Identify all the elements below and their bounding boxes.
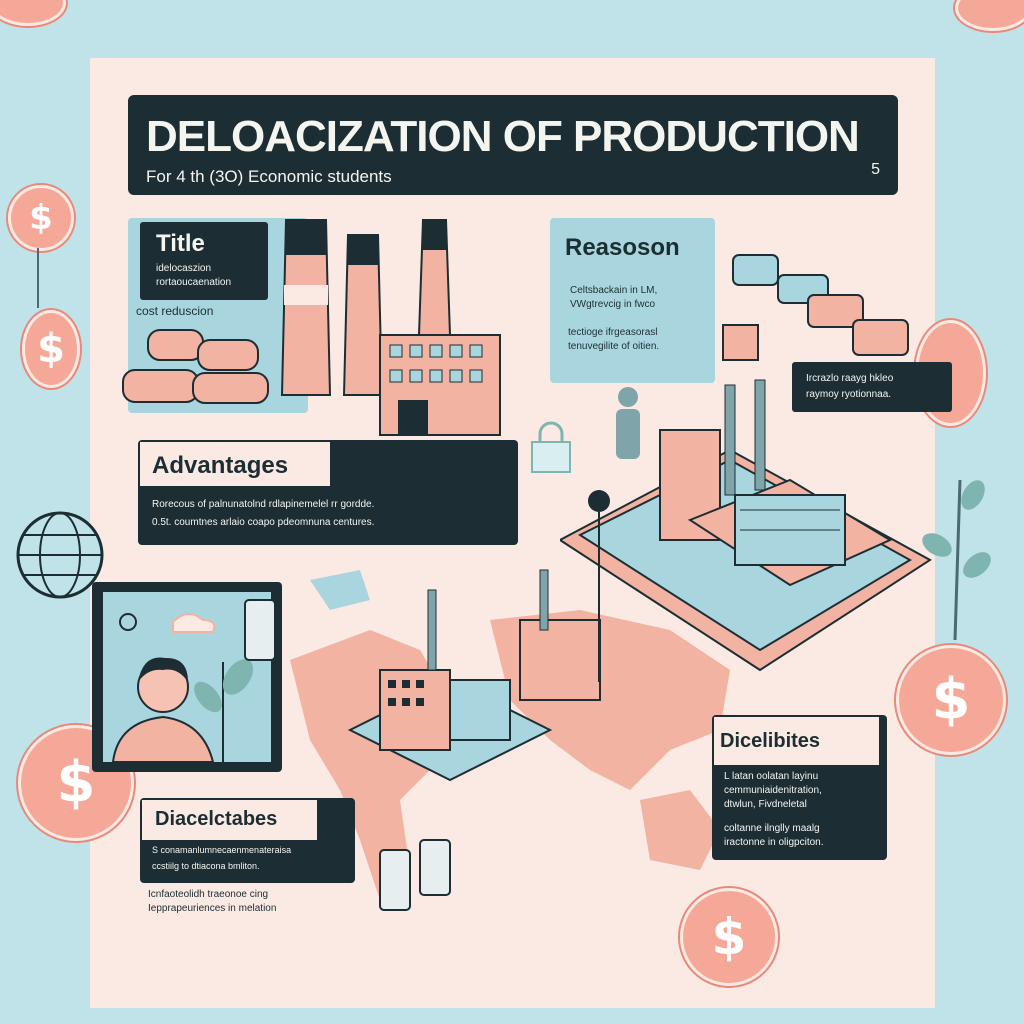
disadvantages-left-header <box>142 800 317 840</box>
person-icon <box>616 387 640 459</box>
disadvantages-right-line1: L latan oolatan layinu <box>724 771 819 782</box>
lock-icon <box>531 421 571 473</box>
globe-icon <box>16 511 104 599</box>
disadvantages-right-header <box>714 717 879 765</box>
factory-complex-icon <box>560 379 932 672</box>
advantages-header <box>140 442 330 486</box>
dollar-coin-icon: $ <box>22 310 80 388</box>
disadvantages-left-line2: ccstiilg to dtiacona bmliton. <box>152 861 260 871</box>
page-title: DELOACIZATION OF PRODUCTION <box>146 112 860 161</box>
title-panel-heading: Title <box>156 230 205 257</box>
dollar-coin-icon: $ <box>896 645 1006 755</box>
factory-cluster-icon <box>347 569 601 782</box>
coin-stack-icon <box>379 839 451 911</box>
reason-panel-heading: Reasoson <box>565 234 680 261</box>
map-pin-stem <box>598 512 600 682</box>
disadvantages-right-line5: iractonne in oligpciton. <box>724 837 824 848</box>
machinery-icon <box>722 254 909 361</box>
reason-panel-line4: tenuvegilite of oitien. <box>568 341 660 352</box>
disadvantages-left-line1: S conamanlumnecaenmenateraisa <box>152 845 292 855</box>
reason-panel-line1: Celtsbackain in LM, <box>570 285 658 296</box>
disadvantages-left-line4: Iepprapeuriences in melation <box>148 903 277 914</box>
disadvantages-left-line3: Icnfaoteolidh traeonoe cing <box>148 889 269 900</box>
disadvantages-left-heading: Diacelctabes <box>155 808 278 830</box>
dollar-coin-icon <box>0 0 66 26</box>
plant-icon <box>922 479 991 640</box>
advantages-line1: Rorecous of palnunatolnd rdlapinemelel r… <box>152 499 375 510</box>
page-subtitle: For 4 th (3O) Economic students <box>146 167 392 186</box>
title-banner: DELOACIZATION OF PRODUCTION For 4 th (3O… <box>128 95 898 195</box>
title-panel-line1: idelocaszion <box>156 263 212 274</box>
dollar-coin-icon: $ <box>680 888 778 986</box>
factory-icon <box>280 219 501 436</box>
avatar <box>103 592 271 762</box>
disadvantages-right-line4: coltanne ilnglly maalg <box>724 823 820 834</box>
advantages-heading: Advantages <box>152 452 289 479</box>
title-panel-line2: rortaoucaenation <box>156 277 232 288</box>
disadvantages-right-line2: cemmuniaidenitration, <box>724 785 822 796</box>
dollar-coin-icon <box>955 0 1024 31</box>
coin-stack-icon <box>244 599 276 661</box>
money-stack-icon <box>122 329 269 404</box>
disadvantages-right-heading: Dicelibites <box>720 730 821 752</box>
callout-line2: raymoy ryotionnaa. <box>806 389 892 400</box>
callout-line1: Ircrazlo raayg hkleo <box>806 373 894 384</box>
callout-panel <box>792 362 952 412</box>
title-panel-header <box>140 222 268 300</box>
reason-panel <box>550 218 715 383</box>
title-panel-line3: cost reduscion <box>136 304 214 318</box>
page-number: 5 <box>871 161 880 178</box>
advantages-line2: 0.5t. coumtnes arlaio coapo pdeomnuna ce… <box>152 517 375 528</box>
dollar-coin-icon: $ <box>8 185 74 251</box>
disadvantages-right-line3: dtwlun, Fivdneletal <box>724 799 807 810</box>
reason-panel-line2: VWgtrevcig in fwco <box>570 299 656 310</box>
map-pin <box>588 490 610 512</box>
coin-stem <box>37 248 39 308</box>
reason-panel-line3: tectioge ifrgeasorasl <box>568 327 658 338</box>
